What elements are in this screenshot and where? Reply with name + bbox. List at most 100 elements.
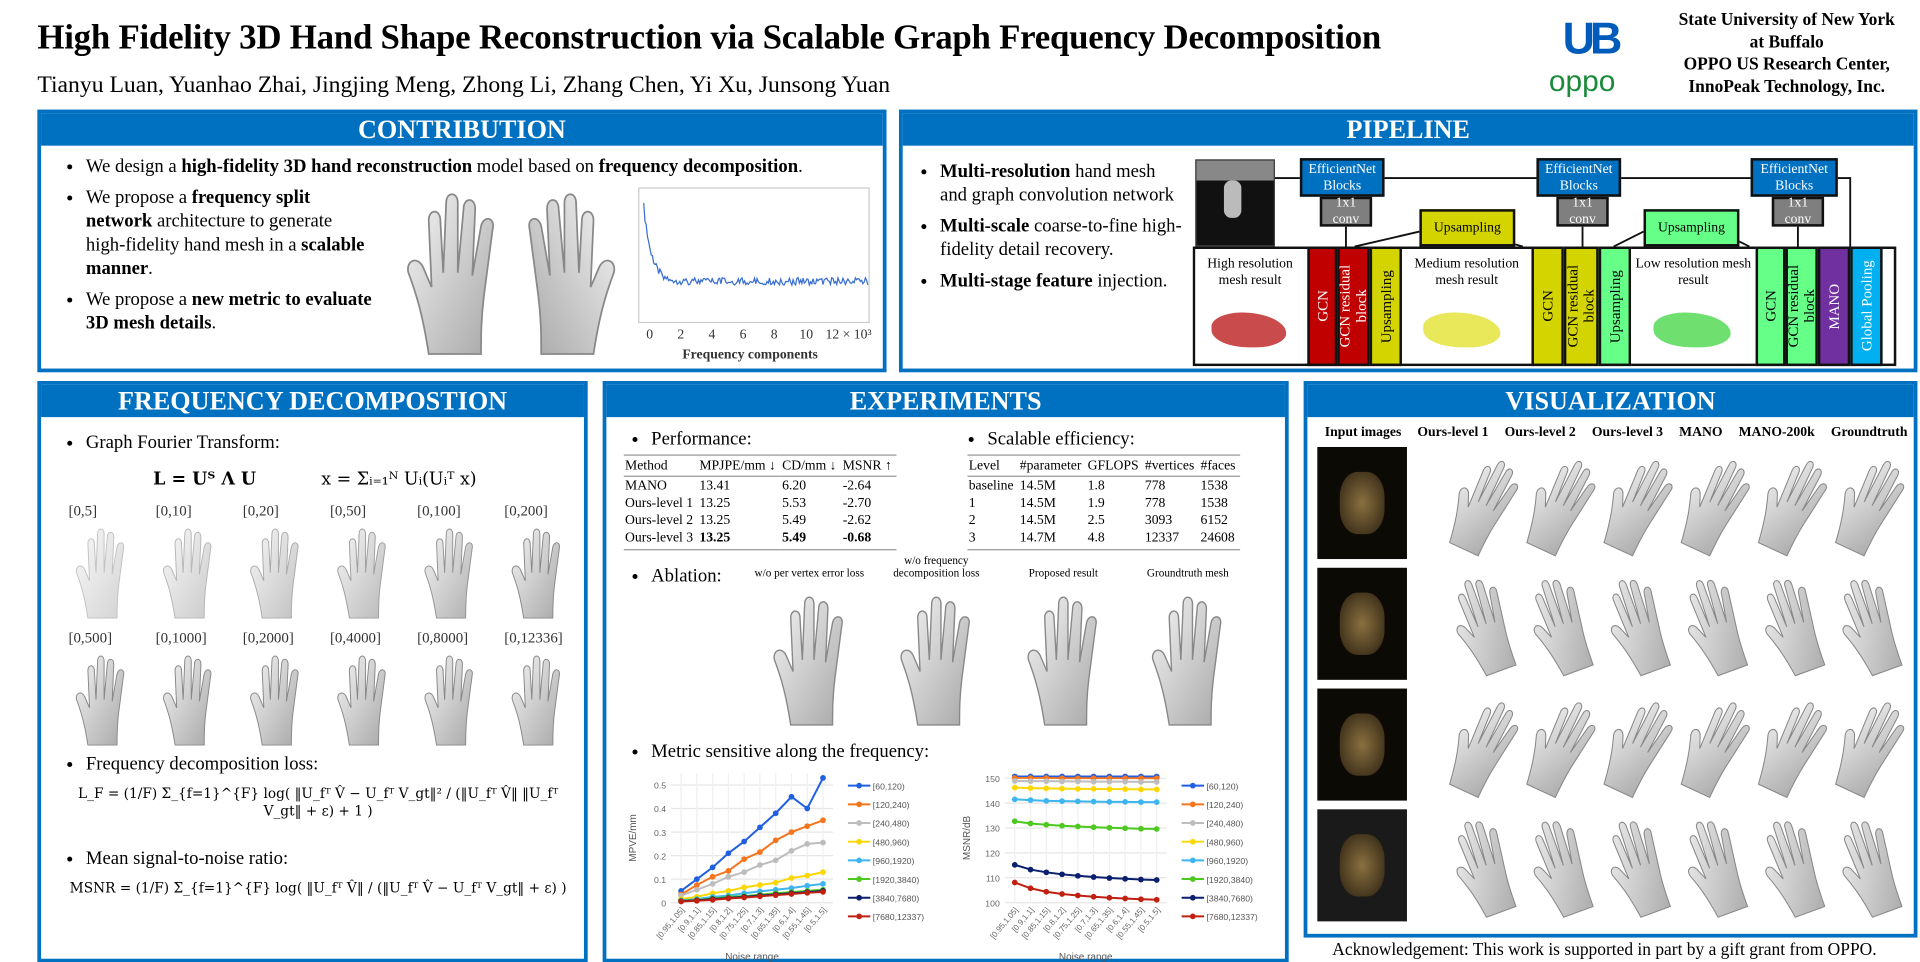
y-tick-label: 130 (985, 824, 1000, 834)
data-point (789, 794, 795, 800)
data-point (710, 874, 716, 880)
data-point (773, 892, 779, 898)
series--1920-3840- (1012, 818, 1160, 831)
data-point (789, 875, 795, 881)
frequency-hand-image (243, 524, 308, 621)
hand-mesh-result (1663, 564, 1767, 687)
data-point (1075, 893, 1081, 899)
conv-block-2: 1x1 conv (1556, 197, 1608, 227)
column-header: MSNR ↑ (841, 455, 896, 476)
column-header-ours-level-1: Ours-level 1 (1417, 425, 1488, 440)
legend-marker (1190, 914, 1196, 920)
frequency-hand-image (68, 651, 133, 748)
low-res-label: Low resolution mesh result (1631, 256, 1756, 288)
series--480-960- (1012, 785, 1160, 792)
hand-mesh-result (1663, 805, 1767, 928)
table-cell: 1 (967, 494, 1018, 511)
data-point (804, 823, 810, 829)
hand-mesh-result (1508, 805, 1612, 928)
data-point (1028, 785, 1034, 791)
legend-label: [480,960) (873, 837, 910, 847)
pipeline-diagram: EfficientNet Blocks EfficientNet Blocks … (1193, 157, 1903, 369)
text: We design a (86, 157, 181, 177)
data-point (1138, 896, 1144, 902)
data-point (1075, 824, 1081, 830)
y-axis-label: MPVE/mm (628, 814, 639, 862)
series-line (681, 778, 823, 891)
gcn-red: GCN (1307, 247, 1337, 367)
legend-label: [60,120) (873, 781, 905, 791)
legend-label: [240,480) (873, 819, 910, 829)
hand-mesh-result (1740, 805, 1844, 928)
legend-marker (856, 783, 862, 789)
text: model based on (472, 157, 599, 177)
data-point (1012, 862, 1018, 868)
data-point (820, 817, 826, 823)
spectrum-tick: 8 (771, 327, 778, 342)
msnr-chart: 100110120130140150[0.95,1.05][0.9,1.1][0… (955, 763, 1285, 962)
loss-equation: L_F = (1/F) Σ_{f=1}^{F} log( ‖U_fᵀ V̂ − … (66, 786, 570, 821)
hand-mesh-result (1814, 683, 1920, 808)
data-point (1059, 871, 1065, 877)
table-cell: 5.53 (781, 494, 842, 511)
series--7680-12337- (1012, 880, 1160, 903)
series-line (1015, 781, 1157, 782)
pipeline-panel: PIPELINE Multi-resolution hand mesh and … (899, 110, 1917, 373)
table-cell: -2.62 (841, 512, 896, 529)
hand-mesh-result (1817, 564, 1920, 687)
table-cell: 13.25 (698, 512, 781, 529)
frequency-hand-image (417, 651, 482, 748)
data-point (757, 824, 763, 830)
pipeline-bullet-2: Multi-scale coarse-to-fine high-fidelity… (940, 215, 1184, 262)
gcn-res-label: GCN residual block (1785, 249, 1817, 364)
table-cell: 12337 (1144, 529, 1200, 550)
data-point (1138, 877, 1144, 883)
text: injection. (1093, 271, 1168, 291)
table-cell: 1538 (1199, 494, 1240, 511)
affiliation-ub: State University of New York at Buffalo … (1656, 10, 1917, 100)
mano-label: MANO (1826, 283, 1842, 329)
series-line (1015, 788, 1157, 790)
frequency-range-label: [0,12336] (504, 629, 563, 648)
data-point (1154, 787, 1160, 793)
data-point (1059, 779, 1065, 785)
data-point (804, 806, 810, 812)
table-cell: baseline (967, 476, 1018, 494)
metric-label: Metric sensitive along the frequency: (651, 741, 929, 765)
text-bold: Multi-scale (940, 217, 1029, 237)
frequency-range-label: [0,200] (504, 502, 548, 521)
pipeline-heading: PIPELINE (903, 113, 1914, 145)
data-point (789, 829, 795, 835)
medium-res-label: Medium resolution mesh result (1402, 256, 1531, 288)
frequency-hand-image (504, 651, 569, 748)
legend-marker (1190, 858, 1196, 864)
data-point (1091, 799, 1097, 805)
data-point (710, 881, 716, 887)
hand-mesh-result (1740, 564, 1844, 687)
data-point (1075, 798, 1081, 804)
frequency-hand-image (330, 651, 395, 748)
pipeline-bullets: Multi-resolution hand mesh and graph con… (918, 161, 1184, 302)
table-cell: 778 (1144, 494, 1200, 511)
data-point (694, 887, 700, 893)
text: . (211, 314, 216, 334)
data-point (726, 896, 732, 902)
data-point (773, 857, 779, 863)
data-point (1059, 798, 1065, 804)
upsampling-yellow: Upsampling (1370, 247, 1402, 367)
efficientnet-block-2: EfficientNet Blocks (1536, 158, 1621, 197)
data-point (726, 850, 732, 856)
data-point (726, 868, 732, 874)
y-tick-label: 0.3 (654, 828, 666, 838)
column-header: Level (967, 455, 1018, 476)
y-tick-label: 0.4 (654, 804, 666, 814)
legend-marker (856, 801, 862, 807)
